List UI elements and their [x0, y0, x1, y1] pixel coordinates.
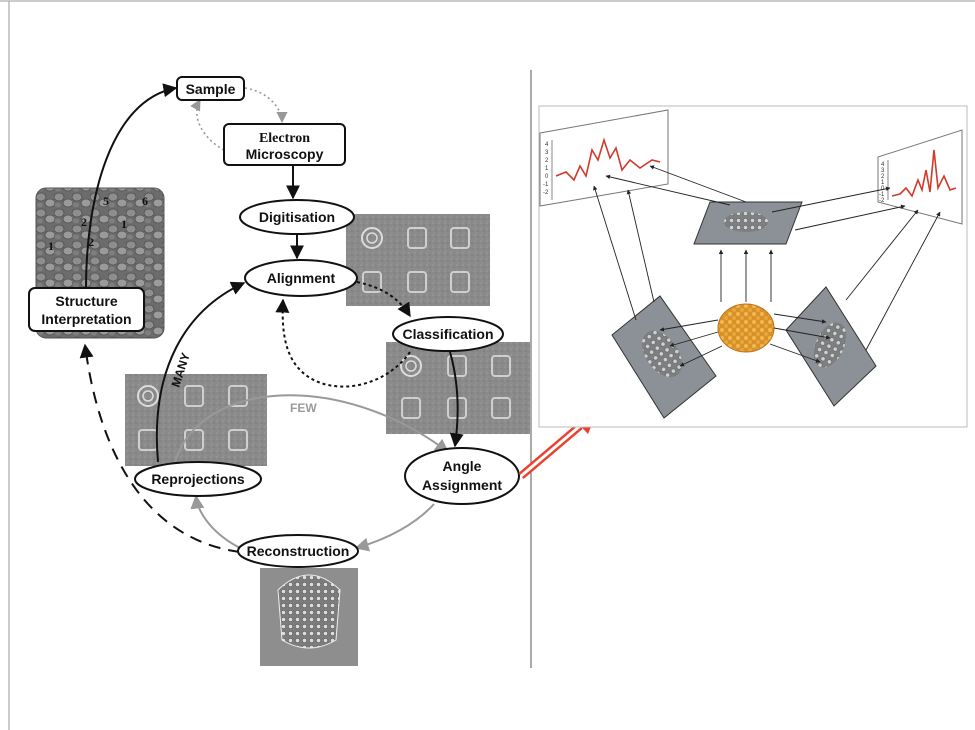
projection-ray [679, 345, 723, 367]
node-angle-assignment: Angle Assignment [404, 447, 520, 505]
tick-label: -2 [543, 190, 549, 196]
tick-label: 4 [545, 142, 549, 148]
node-em-label-2: Microscopy [246, 146, 324, 162]
plot-ray [771, 186, 891, 213]
tick-label: 1 [545, 166, 549, 172]
particle-gallery-alignment [346, 214, 490, 306]
node-structure-label-1: Structure [55, 293, 117, 309]
node-sample: Sample [176, 76, 245, 101]
node-structure-interpretation: Structure Interpretation [28, 287, 145, 332]
plot-ray [605, 174, 731, 206]
projection-diagram-panel: 4 3 2 1 0 -1 -2 4 3 2 1 0 -1 -2 [538, 105, 968, 428]
node-em-label-1: Electron [259, 131, 310, 146]
node-electron-microscopy: Electron Microscopy [223, 123, 346, 166]
tick-label: -1 [879, 192, 885, 198]
projection-ray [773, 327, 831, 340]
arrow-classification-to-alignment [275, 298, 411, 388]
tick-label: 4 [881, 162, 885, 168]
plot-ray [845, 209, 919, 301]
tick-label: 2 [881, 174, 885, 180]
arrow-classification-to-angle [449, 351, 464, 448]
node-alignment-label: Alignment [267, 270, 336, 286]
tick-label: 0 [545, 174, 549, 180]
projection-ray [769, 343, 821, 363]
structure-number: 5 [103, 194, 109, 208]
structure-number: 2 [81, 215, 87, 229]
structure-number: 6 [142, 194, 148, 208]
node-structure-label-2: Interpretation [41, 311, 131, 327]
tick-label: 3 [881, 168, 885, 174]
tick-label: 3 [545, 150, 549, 156]
node-reconstruction: Reconstruction [237, 534, 359, 568]
molecule-3d-particle [717, 303, 775, 353]
node-classification-label: Classification [402, 326, 493, 342]
structure-number: 1 [48, 239, 54, 253]
node-reconstruction-label: Reconstruction [247, 543, 350, 559]
plot-ray [649, 165, 747, 203]
arrow-em-to-sample [190, 99, 225, 151]
node-reprojections-label: Reprojections [151, 471, 245, 487]
projection-ray [773, 313, 827, 324]
left-spectrum-plot: 4 3 2 1 0 -1 -2 [539, 109, 669, 207]
node-digitisation-label: Digitisation [259, 209, 335, 225]
arrow-sample-to-em [244, 87, 288, 124]
plot-ray [626, 189, 655, 303]
arrow-alignment-to-classification [356, 281, 411, 318]
plot-ray [794, 204, 906, 231]
particle-gallery-classification [386, 342, 530, 434]
tick-label: 1 [881, 180, 885, 186]
particle-gallery-reprojections [125, 374, 267, 466]
right-spectrum-line [891, 149, 957, 198]
arrow-reprojections-to-alignment [155, 281, 246, 463]
projection-ray [659, 319, 719, 332]
arrow-reconstruction-to-structure [79, 343, 241, 553]
edge-label-few: FEW [290, 401, 317, 415]
left-spectrum-line [555, 137, 661, 182]
reconstruction-map-image [260, 568, 358, 666]
arrow-angle-to-reconstruction [354, 503, 435, 552]
tick-label: -1 [543, 182, 549, 188]
plot-ray [865, 211, 941, 351]
projection-ray [669, 331, 719, 348]
node-alignment: Alignment [244, 259, 358, 297]
node-classification: Classification [392, 316, 504, 352]
arrow-reprojections-to-angle [174, 394, 450, 463]
right-spectrum-plot: 4 3 2 1 0 -1 -2 [877, 129, 963, 225]
arrow-structure-to-sample [85, 83, 178, 289]
arrow-reconstruction-to-reprojections [190, 494, 241, 549]
structure-number: 2 [88, 235, 94, 249]
tick-label: 2 [545, 158, 549, 164]
node-digitisation: Digitisation [239, 199, 355, 235]
node-sample-label: Sample [186, 81, 236, 97]
node-angle-label-2: Assignment [422, 477, 502, 493]
node-reprojections: Reprojections [134, 461, 262, 497]
plot-ray [593, 185, 637, 321]
tick-label: -2 [879, 198, 885, 204]
structure-number: 1 [121, 217, 127, 231]
node-angle-label-1: Angle [443, 458, 482, 474]
